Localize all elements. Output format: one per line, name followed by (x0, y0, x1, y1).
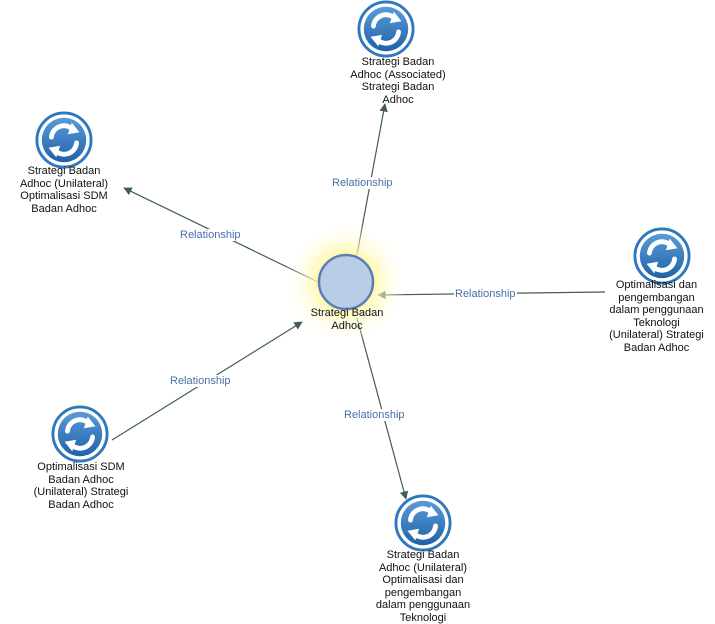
node-label-top-left[interactable]: Strategi Badan Adhoc (Unilateral) Optima… (19, 165, 109, 215)
edge-bottom[interactable] (356, 317, 409, 500)
center-node-label[interactable]: Strategi Badan Adhoc (310, 307, 384, 332)
edge-label-top-left[interactable]: Relationship (179, 229, 242, 241)
node-label-top[interactable]: Strategi Badan Adhoc (Associated) Strate… (350, 56, 446, 106)
node-label-bottom[interactable]: Strategi Badan Adhoc (Unilateral) Optima… (375, 549, 471, 624)
node-right-refresh-cycle-icon[interactable] (635, 229, 689, 283)
edge-label-bottom[interactable]: Relationship (343, 409, 406, 421)
node-bottom-left-refresh-cycle-icon[interactable] (53, 407, 107, 461)
center-node[interactable] (317, 253, 375, 311)
node-label-bottom-left[interactable]: Optimalisasi SDM Badan Adhoc (Unilateral… (33, 461, 129, 511)
edge-label-bottom-left[interactable]: Relationship (169, 375, 232, 387)
edge-label-right[interactable]: Relationship (454, 288, 517, 300)
node-top-left-refresh-cycle-icon[interactable] (37, 113, 91, 167)
node-label-right[interactable]: Optimalisasi dan pengembangan dalam peng… (609, 279, 704, 354)
node-top-refresh-cycle-icon[interactable] (359, 2, 413, 56)
edge-label-top[interactable]: Relationship (331, 177, 394, 189)
node-bottom-refresh-cycle-icon[interactable] (396, 496, 450, 550)
